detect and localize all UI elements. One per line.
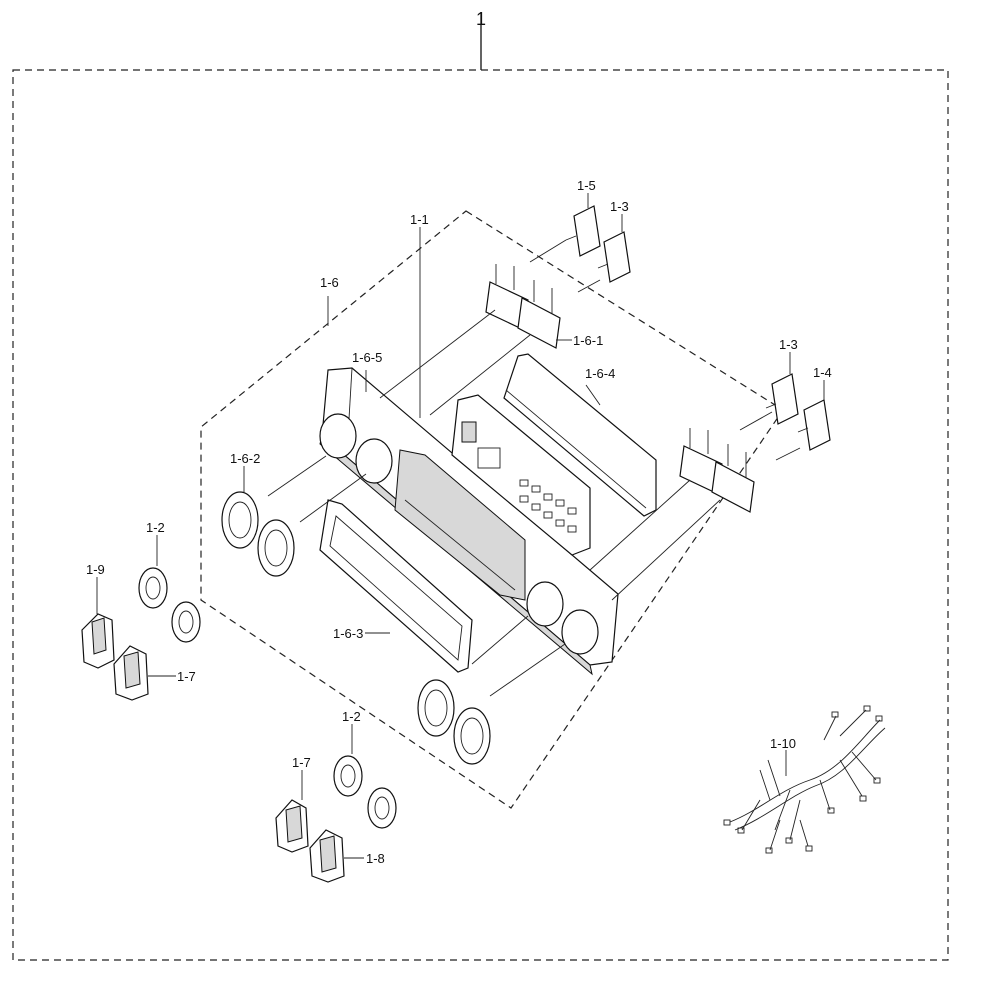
control-board-1-1 (451, 394, 591, 556)
control-panel-1-6-5 (319, 367, 619, 676)
label-1-3-right: 1-3 (779, 337, 798, 352)
assembly-boundary (12, 12, 949, 961)
label-1-2-left: 1-2 (146, 520, 165, 535)
label-1-6-3: 1-6-3 (333, 626, 363, 641)
assembly-guide-lines (267, 239, 801, 697)
label-1-6: 1-6 (320, 275, 339, 290)
switch-1-5 (565, 205, 601, 257)
bezel-1-6-2 (221, 491, 295, 577)
label-1-6-1: 1-6-1 (573, 333, 603, 348)
label-1-7-left: 1-7 (177, 669, 196, 684)
label-1-6-5: 1-6-5 (352, 350, 382, 365)
label-assembly: 1 (476, 9, 486, 29)
label-1-7-lower: 1-7 (292, 755, 311, 770)
label-1-3-upper: 1-3 (610, 199, 629, 214)
label-1-5: 1-5 (577, 178, 596, 193)
label-1-8: 1-8 (366, 851, 385, 866)
label-1-4: 1-4 (813, 365, 832, 380)
label-1-1: 1-1 (410, 212, 429, 227)
wire-harness-1-10 (723, 705, 886, 854)
switch-1-3-upper (597, 231, 631, 283)
label-1-2-lower: 1-2 (342, 709, 361, 724)
knob-ring-1-2-lower (333, 755, 397, 829)
knob-1-7-left (113, 645, 149, 701)
bracket-right (679, 428, 755, 513)
knob-1-8 (309, 829, 345, 883)
bezel-lower-pair (417, 679, 491, 765)
switch-1-4 (797, 399, 831, 451)
label-1-6-4: 1-6-4 (585, 366, 615, 381)
knob-1-9 (81, 613, 115, 669)
knob-1-7-lower (275, 799, 309, 853)
label-1-10: 1-10 (770, 736, 796, 751)
switch-1-3-right (765, 373, 799, 425)
knob-ring-1-2-left (138, 567, 201, 643)
label-1-6-2: 1-6-2 (230, 451, 260, 466)
window-frame-1-6-3 (319, 499, 473, 673)
bracket-1-6-1 (485, 264, 561, 349)
label-1-9: 1-9 (86, 562, 105, 577)
leader-1-6-4 (585, 384, 601, 406)
